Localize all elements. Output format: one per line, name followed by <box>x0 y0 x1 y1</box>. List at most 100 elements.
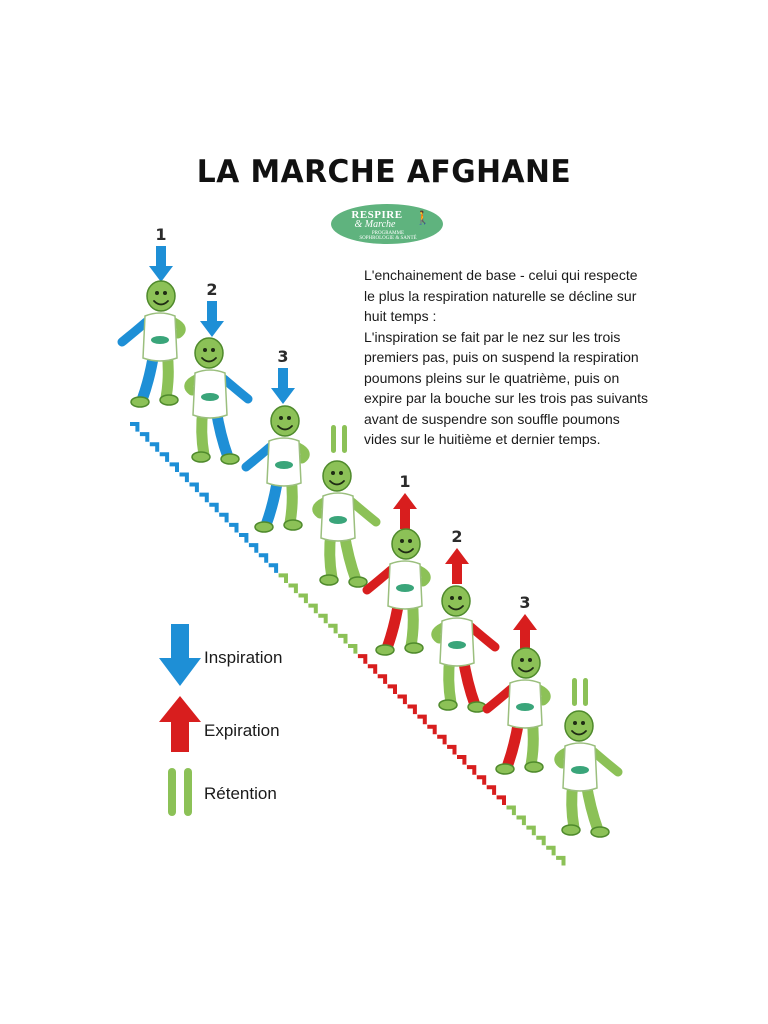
smile <box>398 548 414 554</box>
stair-step <box>496 795 506 805</box>
stair-step <box>199 492 209 503</box>
head <box>194 337 224 369</box>
foot <box>254 521 274 533</box>
walker-figure <box>184 337 253 465</box>
stair-step <box>318 613 328 624</box>
stair-step <box>457 755 467 765</box>
eye <box>211 348 215 352</box>
stair-step <box>219 512 229 523</box>
shirt-badge <box>151 336 169 344</box>
eye <box>528 658 532 662</box>
smile <box>329 480 345 486</box>
eye <box>279 416 283 420</box>
stair-step <box>506 805 516 816</box>
head <box>146 280 176 312</box>
description-line: expire par la bouche sur les trois pas s… <box>364 390 649 406</box>
stair-step <box>179 472 189 483</box>
step-marker: 1 <box>149 225 173 282</box>
stair-step <box>526 825 536 836</box>
down-arrow-icon <box>200 301 224 337</box>
shirt-badge <box>448 641 466 649</box>
shirt-badge <box>275 461 293 469</box>
down-arrow-icon <box>149 246 173 282</box>
eye <box>155 291 159 295</box>
logo-line-2: & Marche <box>354 219 396 230</box>
stair-step <box>149 442 160 452</box>
foot <box>438 699 458 711</box>
eye <box>339 471 343 475</box>
eye <box>573 721 577 725</box>
foot <box>319 574 339 586</box>
arm <box>117 317 151 347</box>
step-marker: 3 <box>271 347 295 404</box>
foot <box>191 451 211 463</box>
legend-label-retention: Rétention <box>204 784 277 803</box>
smile <box>277 425 293 431</box>
pause-bar <box>572 678 577 706</box>
stair-step <box>377 674 388 684</box>
head <box>322 460 352 492</box>
smile <box>518 667 534 673</box>
arm <box>466 622 500 652</box>
down-arrow-icon <box>159 624 201 686</box>
smile <box>571 730 587 736</box>
walker-figure <box>431 585 500 713</box>
arm <box>241 442 275 472</box>
foot <box>159 394 179 406</box>
logo-line-3: PROGRAMME SOPHROLOGIE & SANTÉ <box>343 231 433 241</box>
legend-item <box>159 696 201 752</box>
eye <box>450 596 454 600</box>
up-arrow-icon <box>513 614 537 650</box>
eye <box>163 291 167 295</box>
legend-label-expiration: Expiration <box>204 721 280 740</box>
logo-line-3a: PROGRAMME <box>371 231 405 236</box>
description-line: poumons pleins sur le quatrième, puis on <box>364 369 620 386</box>
stair-step <box>348 644 358 654</box>
shirt-badge <box>571 766 589 774</box>
respire-marche-logo: RESPIRE & Marche PROGRAMME SOPHROLOGIE &… <box>331 204 443 244</box>
eye <box>203 348 207 352</box>
stair-step <box>476 775 487 785</box>
page-title: LA MARCHE AFGHANE <box>196 154 572 190</box>
foot <box>495 763 515 775</box>
stair-step <box>546 845 556 856</box>
pause-bar <box>583 678 588 706</box>
stair-step <box>338 633 348 644</box>
stair-step <box>417 714 427 725</box>
arm <box>362 565 396 595</box>
eye <box>458 596 462 600</box>
head <box>270 405 300 437</box>
eye <box>287 416 291 420</box>
stair-step <box>189 482 199 493</box>
step-count-label: 1 <box>399 472 410 491</box>
step-marker: 2 <box>445 527 469 584</box>
description-line: L'inspiration se fait par le nez sur les… <box>364 328 621 345</box>
stair-step <box>367 664 378 674</box>
stair-step <box>248 543 259 553</box>
eye <box>331 471 335 475</box>
foot <box>590 826 610 838</box>
stair-step <box>556 855 566 866</box>
pause-bar <box>168 768 176 816</box>
head <box>391 528 421 560</box>
foot <box>283 519 303 531</box>
foot <box>348 576 368 588</box>
stair-step <box>536 835 546 846</box>
stair-step <box>159 452 170 462</box>
step-marker: 1 <box>393 472 417 529</box>
walker-figure <box>312 460 381 588</box>
arm <box>589 747 623 777</box>
stair-step <box>209 502 219 513</box>
description-text: L'enchainement de base - celui qui respe… <box>364 265 654 450</box>
stair-step <box>397 694 407 705</box>
stair-step <box>427 724 437 735</box>
stair-step <box>516 815 526 826</box>
stair-step <box>407 704 417 715</box>
stair-step <box>328 623 338 634</box>
foot <box>524 761 544 773</box>
foot <box>561 824 581 836</box>
pause-bar <box>184 768 192 816</box>
down-arrow-icon <box>271 368 295 404</box>
legend-item <box>159 624 201 686</box>
smile <box>201 357 217 363</box>
